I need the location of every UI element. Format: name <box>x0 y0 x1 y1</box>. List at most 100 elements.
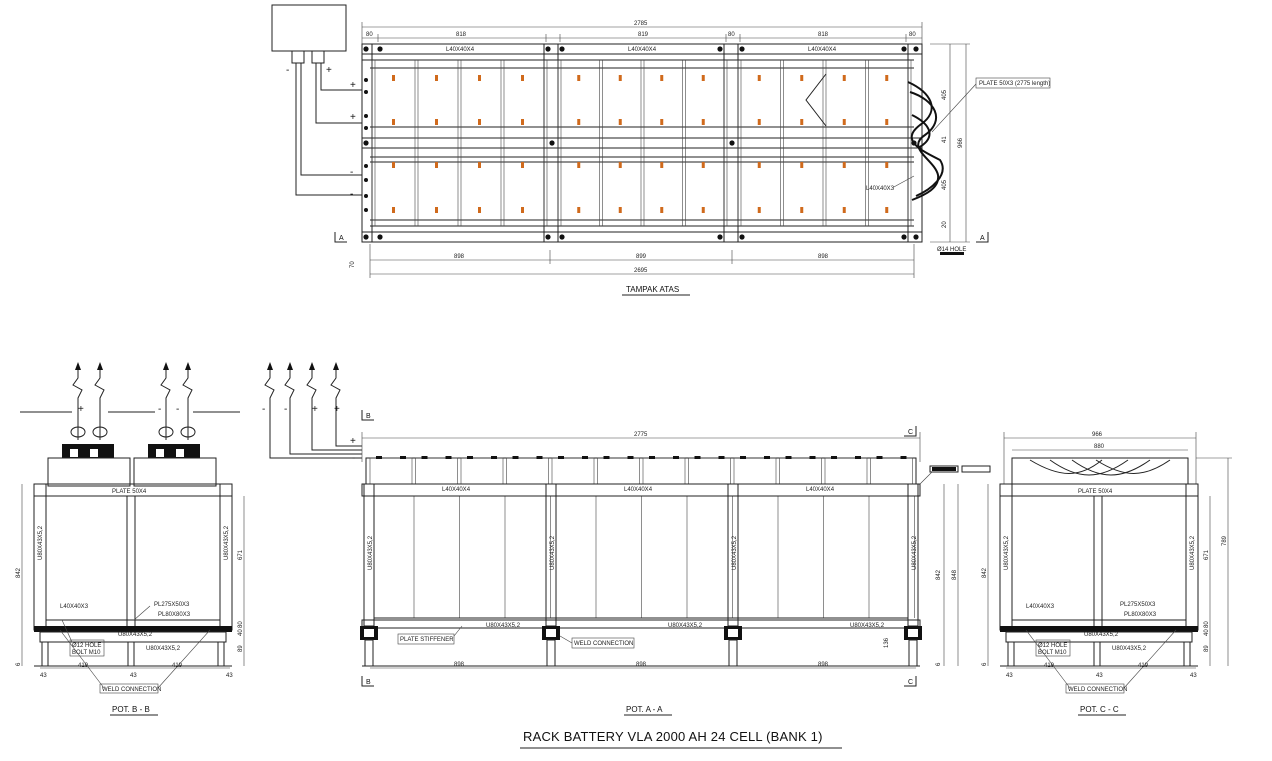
dim-overall-2785: 2785 <box>634 21 648 27</box>
cell-post <box>900 456 907 459</box>
b-angle: L40X40X3 <box>60 604 89 610</box>
b-dim-89: 89 <box>238 645 244 652</box>
a-channel-3: U80X43X5,2 <box>732 535 738 570</box>
battery-cell <box>460 457 504 485</box>
arrow-icon <box>287 362 293 370</box>
drawing-title: RACK BATTERY VLA 2000 AH 24 CELL (BANK 1… <box>523 729 823 744</box>
cell-terminal <box>521 119 524 125</box>
dim-41: 41 <box>942 136 948 143</box>
dim-bottom-898a: 898 <box>454 254 465 260</box>
c-dim-6: 6 <box>982 662 988 666</box>
cell-terminal <box>521 162 524 168</box>
b-terminal-minus-2: - <box>176 404 179 415</box>
control-box <box>271 4 347 52</box>
c-bolt: Ø12 HOLE <box>1038 643 1067 649</box>
a-angle-3: L40X40X4 <box>806 487 835 493</box>
cable-loop <box>70 426 86 438</box>
foot-inner <box>728 629 738 637</box>
cell-terminal <box>577 75 581 81</box>
cell-terminal <box>660 75 664 81</box>
cell-terminal <box>701 207 705 213</box>
a-angle-1: L40X40X4 <box>442 487 471 493</box>
dim-top-819: 819 <box>638 32 649 38</box>
bolt-icon <box>913 46 919 52</box>
a-angle-2: L40X40X4 <box>624 487 653 493</box>
cell-post <box>694 456 701 459</box>
cell-terminal <box>577 162 581 168</box>
cell-post <box>558 456 564 459</box>
cell-terminal <box>478 207 481 213</box>
a-channel-4: U80X43X5,2 <box>912 535 918 570</box>
bolt-icon <box>545 234 551 240</box>
dim-966: 966 <box>958 137 964 148</box>
plate-callout: PLATE 50X3 (2775 length) <box>979 81 1050 87</box>
top-view-label: TAMPAK ATAS <box>626 285 679 294</box>
foot-inner <box>908 629 918 637</box>
b-dim-419a: 419 <box>78 663 89 669</box>
cell-terminal <box>800 162 804 168</box>
bolt-icon <box>363 46 369 52</box>
a-terminal-minus-1: - <box>262 404 265 415</box>
bolt-icon <box>364 178 368 182</box>
dim-bottom-2695: 2695 <box>634 268 648 274</box>
a-dim-6: 6 <box>936 662 942 666</box>
cell-post <box>603 456 610 459</box>
cell-terminal <box>478 162 481 168</box>
a-bottom-channel-1: U80X43X5,2 <box>486 623 521 629</box>
a-dim-842: 842 <box>936 569 942 580</box>
a-terminal-plus-1: + <box>312 404 318 415</box>
cell-terminal <box>478 75 481 81</box>
bolt-icon <box>545 46 551 52</box>
cell-post <box>491 456 497 459</box>
cell-terminal <box>521 75 524 81</box>
a-stiffener: PLATE STIFFENER <box>400 637 454 643</box>
cell-post <box>831 456 837 459</box>
b-dim-80: 80 <box>238 621 244 628</box>
cell-terminal <box>618 162 622 168</box>
b-plate-small2: PL80X80X3 <box>158 612 191 618</box>
c-dim-789: 789 <box>1222 535 1228 546</box>
lightning-icon <box>182 365 193 440</box>
section-a: - - + + + - B C B C 2775 L40X40X4 L40X40… <box>262 362 991 716</box>
box-terminal-neg <box>291 50 305 64</box>
top-angle-label-2: L40X40X4 <box>628 47 657 53</box>
cell-terminal <box>885 162 889 168</box>
section-b-label: POT. B - B <box>112 705 150 714</box>
section-c-label: POT. C - C <box>1080 705 1119 714</box>
a-section-c-top: C <box>908 429 913 436</box>
arrow-icon <box>75 362 81 370</box>
battery-cell <box>688 457 731 485</box>
c-dim-966: 966 <box>1092 432 1103 438</box>
a-dim-848: 848 <box>952 569 958 580</box>
bolt-icon <box>364 90 368 94</box>
top-view: - + + + - - 2785 80 818 819 80 818 80 <box>271 4 1051 296</box>
bolt-icon <box>729 140 735 146</box>
c-plate: PLATE 50X4 <box>1078 489 1113 495</box>
lightning-icon <box>330 365 341 440</box>
leg <box>546 639 556 667</box>
leg <box>728 639 738 667</box>
cell-terminal <box>521 207 524 213</box>
b-channel-bottom2: U80X43X5,2 <box>146 646 181 652</box>
cell-terminal <box>618 119 622 125</box>
c-plate-small2: PL80X80X3 <box>1124 612 1157 618</box>
a-bottom-channel-2: U80X43X5,2 <box>668 623 703 629</box>
cell-terminal <box>618 207 622 213</box>
bolt-icon <box>363 234 369 240</box>
dim-top-80c: 80 <box>909 32 916 38</box>
cell-post <box>649 456 655 459</box>
lightning-icon <box>306 365 317 440</box>
cable-loop <box>92 426 108 438</box>
b-channel-left: U80X43X5,2 <box>38 525 44 560</box>
c-dim-89: 89 <box>1204 645 1210 652</box>
leg <box>364 639 374 667</box>
a-channel-1: U80X43X5,2 <box>368 535 374 570</box>
cell-terminal <box>842 119 846 125</box>
cell-post <box>809 456 816 459</box>
b-plate: PLATE 50X4 <box>112 489 147 495</box>
cell-terminal <box>800 119 804 125</box>
b-dim-671: 671 <box>238 549 244 560</box>
cell-terminal <box>842 162 846 168</box>
cable-loop <box>180 426 196 438</box>
